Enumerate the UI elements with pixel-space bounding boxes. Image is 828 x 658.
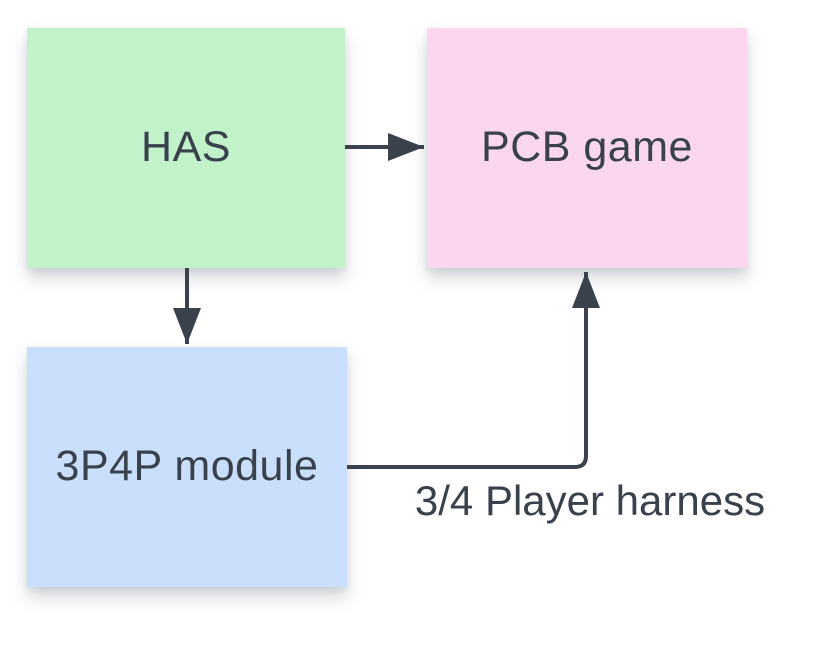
sticky-note-pcb-game[interactable]: PCB game — [427, 28, 747, 268]
sticky-note-3p4p-module-label: 3P4P module — [55, 442, 319, 491]
sticky-note-pcb-game-label: PCB game — [481, 123, 693, 172]
connector-label-player-harness[interactable]: 3/4 Player harness — [414, 477, 766, 524]
sticky-note-has-label: HAS — [141, 123, 231, 172]
sticky-note-3p4p-module[interactable]: 3P4P module — [27, 347, 347, 587]
sticky-note-has[interactable]: HAS — [27, 28, 345, 268]
connector-3p4p-module-to-pcb-game[interactable] — [347, 272, 600, 469]
